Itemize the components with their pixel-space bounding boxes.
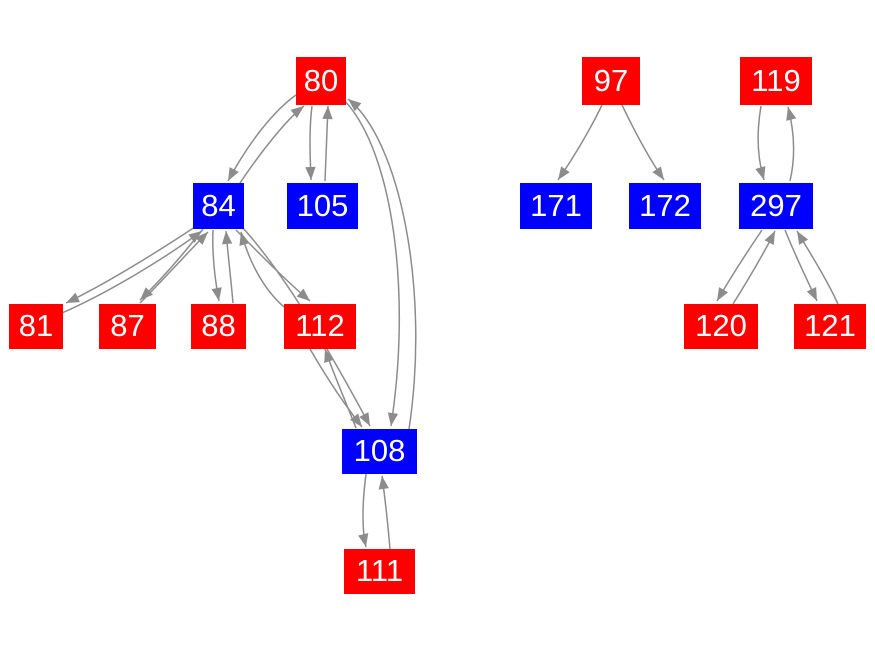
graph-node-111[interactable]: 111: [344, 549, 415, 594]
graph-node-label: 105: [296, 187, 349, 223]
graph-node-label: 121: [804, 308, 856, 343]
graph-edge-80-to-84: [227, 94, 297, 182]
arrow-head-icon: [296, 288, 310, 301]
graph-node-108[interactable]: 108: [342, 429, 417, 474]
graph-edge-108-to-80: [347, 98, 417, 430]
graph-node-81[interactable]: 81: [9, 304, 63, 349]
arrow-head-icon: [359, 412, 370, 426]
graph-node-label: 80: [303, 62, 339, 98]
graph-node-171[interactable]: 171: [520, 183, 592, 229]
arrow-head-icon: [221, 231, 233, 245]
arrow-head-icon: [228, 167, 239, 181]
arrow-head-icon: [786, 107, 797, 121]
graph-node-112[interactable]: 112: [284, 304, 356, 349]
graph-edge-81-to-84: [61, 230, 203, 314]
arrow-head-icon: [349, 413, 362, 427]
graph-node-105[interactable]: 105: [287, 183, 358, 229]
arrow-head-icon: [652, 166, 664, 180]
arrow-head-icon: [797, 231, 809, 245]
arrow-head-icon: [195, 232, 208, 245]
arrow-head-icon: [378, 476, 389, 490]
graph-edge-84-to-81: [65, 226, 196, 304]
arrow-head-icon: [806, 287, 817, 301]
arrow-head-icon: [324, 349, 335, 363]
arrow-head-icon: [66, 292, 80, 303]
arrow-head-icon: [387, 412, 399, 426]
graph-node-label: 88: [201, 308, 236, 343]
graph-node-label: 111: [355, 553, 404, 588]
arrow-head-icon: [358, 533, 369, 547]
arrow-head-icon: [764, 231, 775, 245]
arrow-head-icon: [239, 232, 250, 246]
arrow-head-icon: [211, 287, 222, 301]
graph-node-297[interactable]: 297: [739, 183, 813, 229]
arrow-head-icon: [290, 106, 304, 119]
graph-node-label: 81: [18, 308, 54, 343]
graph-node-120[interactable]: 120: [684, 304, 758, 349]
graph-node-label: 119: [751, 62, 801, 98]
graph-node-label: 120: [695, 308, 747, 343]
arrow-head-icon: [348, 99, 362, 112]
graph-node-119[interactable]: 119: [740, 57, 812, 105]
graph-node-label: 112: [295, 308, 345, 343]
graph-node-label: 84: [201, 187, 236, 223]
graph-node-label: 297: [750, 187, 802, 223]
arrow-head-icon: [755, 166, 766, 180]
graph-edge-80-to-108: [343, 99, 401, 427]
graph-node-label: 97: [593, 62, 629, 98]
graph-node-88[interactable]: 88: [191, 304, 246, 349]
arrow-head-icon: [140, 287, 153, 300]
graph-node-97[interactable]: 97: [582, 57, 640, 105]
graph-node-80[interactable]: 80: [296, 57, 346, 105]
graph-node-87[interactable]: 87: [99, 304, 156, 349]
arrow-head-icon: [305, 166, 316, 180]
arrow-head-icon: [717, 287, 729, 301]
arrow-head-icon: [558, 166, 570, 180]
arrow-head-icon: [322, 106, 333, 120]
graph-node-172[interactable]: 172: [629, 183, 701, 229]
graph-node-84[interactable]: 84: [193, 183, 244, 229]
graph-node-121[interactable]: 121: [794, 304, 866, 349]
graph-node-label: 172: [639, 187, 691, 223]
graph-node-label: 87: [110, 308, 145, 343]
graph-node-label: 171: [530, 187, 582, 223]
graph-edge-112-to-108: [309, 348, 363, 428]
graph-edge-97-to-171: [557, 104, 603, 181]
graph-node-label: 108: [353, 433, 406, 468]
